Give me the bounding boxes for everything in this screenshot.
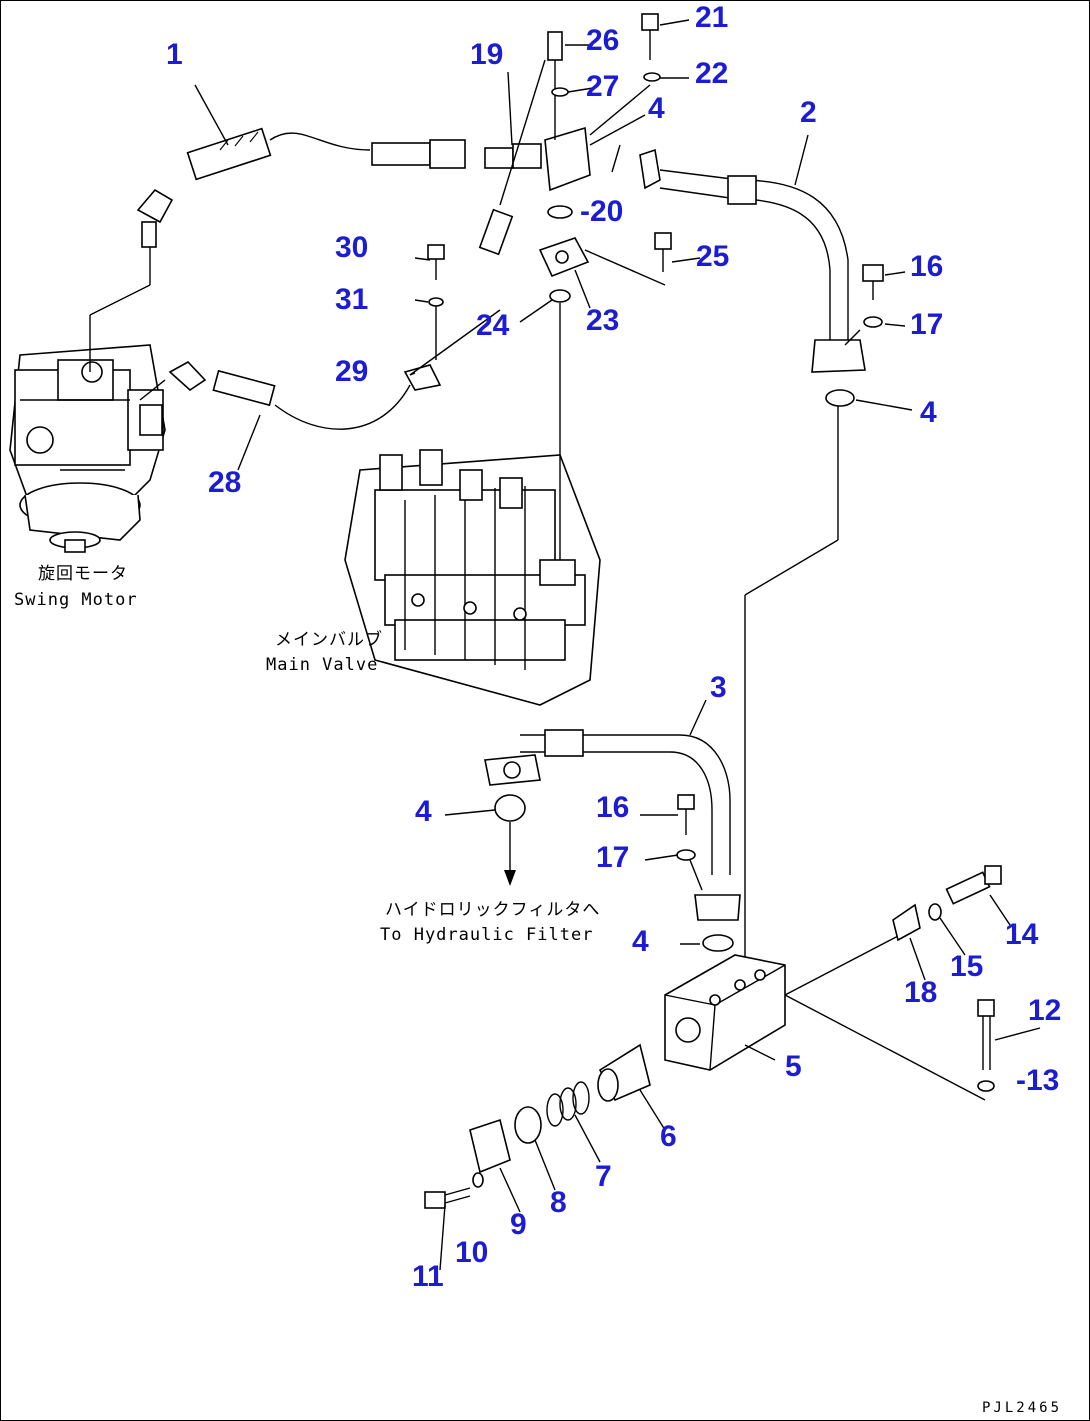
callout-6[interactable]: 6	[660, 1120, 677, 1153]
callout-16-bottom[interactable]: 16	[596, 791, 630, 824]
pipe-3	[484, 729, 741, 952]
hose-1	[186, 127, 466, 181]
callout-22[interactable]: 22	[695, 57, 729, 90]
hose-28	[139, 59, 546, 430]
callout-2[interactable]: 2	[800, 96, 817, 129]
callout-15[interactable]: 15	[950, 950, 984, 983]
callout-13[interactable]: -13	[1016, 1064, 1060, 1097]
callout-30[interactable]: 30	[335, 231, 369, 264]
callout-5[interactable]: 5	[785, 1050, 802, 1083]
flange-18	[892, 865, 1002, 942]
callout-8[interactable]: 8	[550, 1186, 567, 1219]
callout-29[interactable]: 29	[335, 355, 369, 388]
callout-19[interactable]: 19	[470, 38, 504, 71]
callout-28[interactable]: 28	[208, 466, 242, 499]
callout-27[interactable]: 27	[586, 70, 620, 103]
callout-7[interactable]: 7	[595, 1160, 612, 1193]
caption-main-valve-en: Main Valve	[266, 655, 379, 675]
caption-filter-jp: ハイドロリックフィルタへ	[385, 900, 601, 920]
top-block-assembly	[484, 31, 661, 192]
block-5	[664, 934, 986, 1101]
bolt-21	[589, 13, 661, 136]
callout-4-right[interactable]: 4	[920, 396, 937, 429]
cover-9	[469, 1118, 511, 1174]
callout-11[interactable]: 11	[412, 1260, 444, 1293]
callout-9[interactable]: 9	[510, 1208, 527, 1241]
callout-18[interactable]: 18	[904, 976, 938, 1009]
callout-4-bottom[interactable]: 4	[632, 925, 649, 958]
flange-23	[538, 205, 672, 560]
leader-lines	[194, 19, 1041, 1271]
callout-21[interactable]: 21	[695, 1, 729, 34]
caption-swing-motor-en: Swing Motor	[14, 590, 138, 610]
bolt-16-top	[844, 264, 884, 346]
callout-25[interactable]: 25	[696, 240, 730, 273]
callout-26[interactable]: 26	[586, 24, 620, 57]
o-ring-8	[514, 1106, 542, 1144]
callout-24[interactable]: 24	[476, 309, 510, 342]
callout-4-top[interactable]: 4	[648, 92, 665, 125]
callout-12[interactable]: 12	[1028, 994, 1062, 1027]
caption-main-valve-jp: メインバルブ	[275, 630, 383, 650]
callout-4-left[interactable]: 4	[415, 795, 432, 828]
bolt-11	[424, 1172, 484, 1209]
callout-1[interactable]: 1	[166, 38, 183, 71]
drawing-number: PJL2465	[982, 1400, 1063, 1416]
spring-7	[546, 1081, 590, 1127]
check-valve-6	[597, 1043, 651, 1102]
elbow-fitting	[89, 188, 174, 372]
callout-3[interactable]: 3	[710, 671, 727, 704]
callout-17-bottom[interactable]: 17	[596, 841, 630, 874]
bolt-12	[977, 999, 995, 1092]
caption-filter-en: To Hydraulic Filter	[380, 925, 594, 945]
main-valve	[344, 449, 601, 706]
callout-17-top[interactable]: 17	[910, 308, 944, 341]
swing-motor	[9, 344, 166, 553]
callout-14[interactable]: 14	[1005, 918, 1039, 951]
pipe-2	[659, 169, 866, 968]
callout-23[interactable]: 23	[586, 304, 620, 337]
caption-swing-motor-jp: 旋回モータ	[38, 564, 128, 584]
callout-10[interactable]: 10	[455, 1236, 489, 1269]
callout-31[interactable]: 31	[335, 283, 369, 316]
callout-20[interactable]: -20	[580, 195, 624, 228]
bolt-16-bottom	[676, 794, 703, 891]
callout-16-top[interactable]: 16	[910, 250, 944, 283]
